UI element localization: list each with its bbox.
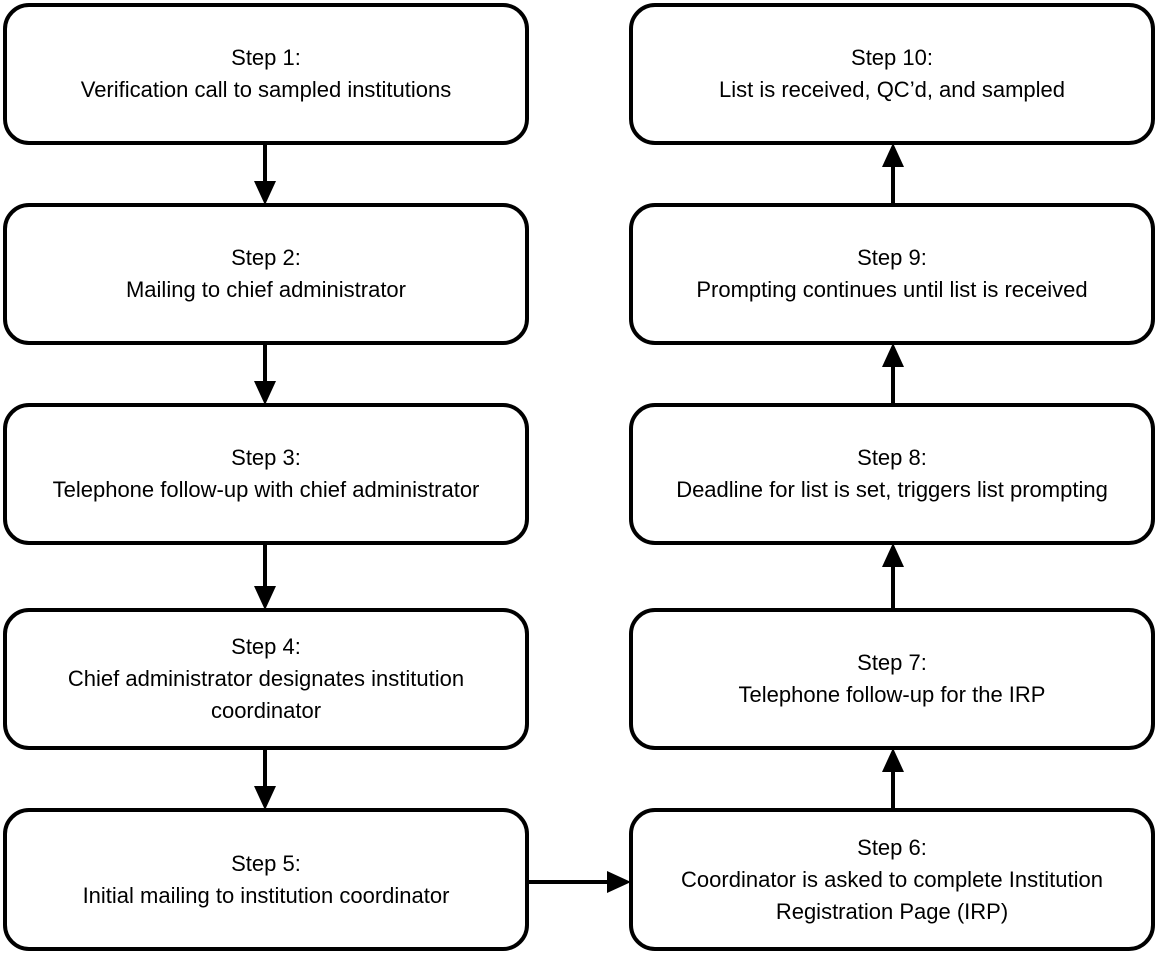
node-step2[interactable]: Step 2: Mailing to chief administrator (3, 203, 529, 345)
node-step10-label: Step 10: List is received, QC’d, and sam… (718, 45, 1066, 102)
edge-step1-to-step2 (245, 143, 285, 205)
node-step3[interactable]: Step 3: Telephone follow-up with chief a… (3, 403, 529, 545)
edge-step3-to-step4 (245, 543, 285, 610)
node-step8-label: Step 8: Deadline for list is set, trigge… (676, 445, 1108, 502)
edge-step6-to-step7 (873, 748, 913, 810)
node-step7-label: Step 7: Telephone follow-up for the IRP (738, 650, 1046, 707)
node-step10[interactable]: Step 10: List is received, QC’d, and sam… (629, 3, 1155, 145)
edge-step7-to-step8 (873, 543, 913, 610)
node-step6[interactable]: Step 6: Coordinator is asked to complete… (629, 808, 1155, 951)
edge-step8-to-step9 (873, 343, 913, 405)
node-step7[interactable]: Step 7: Telephone follow-up for the IRP (629, 608, 1155, 750)
edge-step5-to-step6 (527, 862, 631, 902)
edge-step2-to-step3 (245, 343, 285, 405)
node-step1-label: Step 1: Verification call to sampled ins… (80, 45, 452, 102)
node-step9-label: Step 9: Prompting continues until list i… (696, 245, 1088, 302)
node-step4-label: Step 4: Chief administrator designates i… (67, 634, 465, 723)
node-step9[interactable]: Step 9: Prompting continues until list i… (629, 203, 1155, 345)
edge-step9-to-step10 (873, 143, 913, 205)
node-step8[interactable]: Step 8: Deadline for list is set, trigge… (629, 403, 1155, 545)
node-step5[interactable]: Step 5: Initial mailing to institution c… (3, 808, 529, 951)
node-step5-label: Step 5: Initial mailing to institution c… (82, 850, 450, 908)
edge-step4-to-step5 (245, 748, 285, 810)
node-step1[interactable]: Step 1: Verification call to sampled ins… (3, 3, 529, 145)
node-step6-label: Step 6: Coordinator is asked to complete… (681, 834, 1103, 924)
node-step2-label: Step 2: Mailing to chief administrator (125, 245, 406, 302)
node-step4[interactable]: Step 4: Chief administrator designates i… (3, 608, 529, 750)
node-step3-label: Step 3: Telephone follow-up with chief a… (52, 445, 480, 502)
